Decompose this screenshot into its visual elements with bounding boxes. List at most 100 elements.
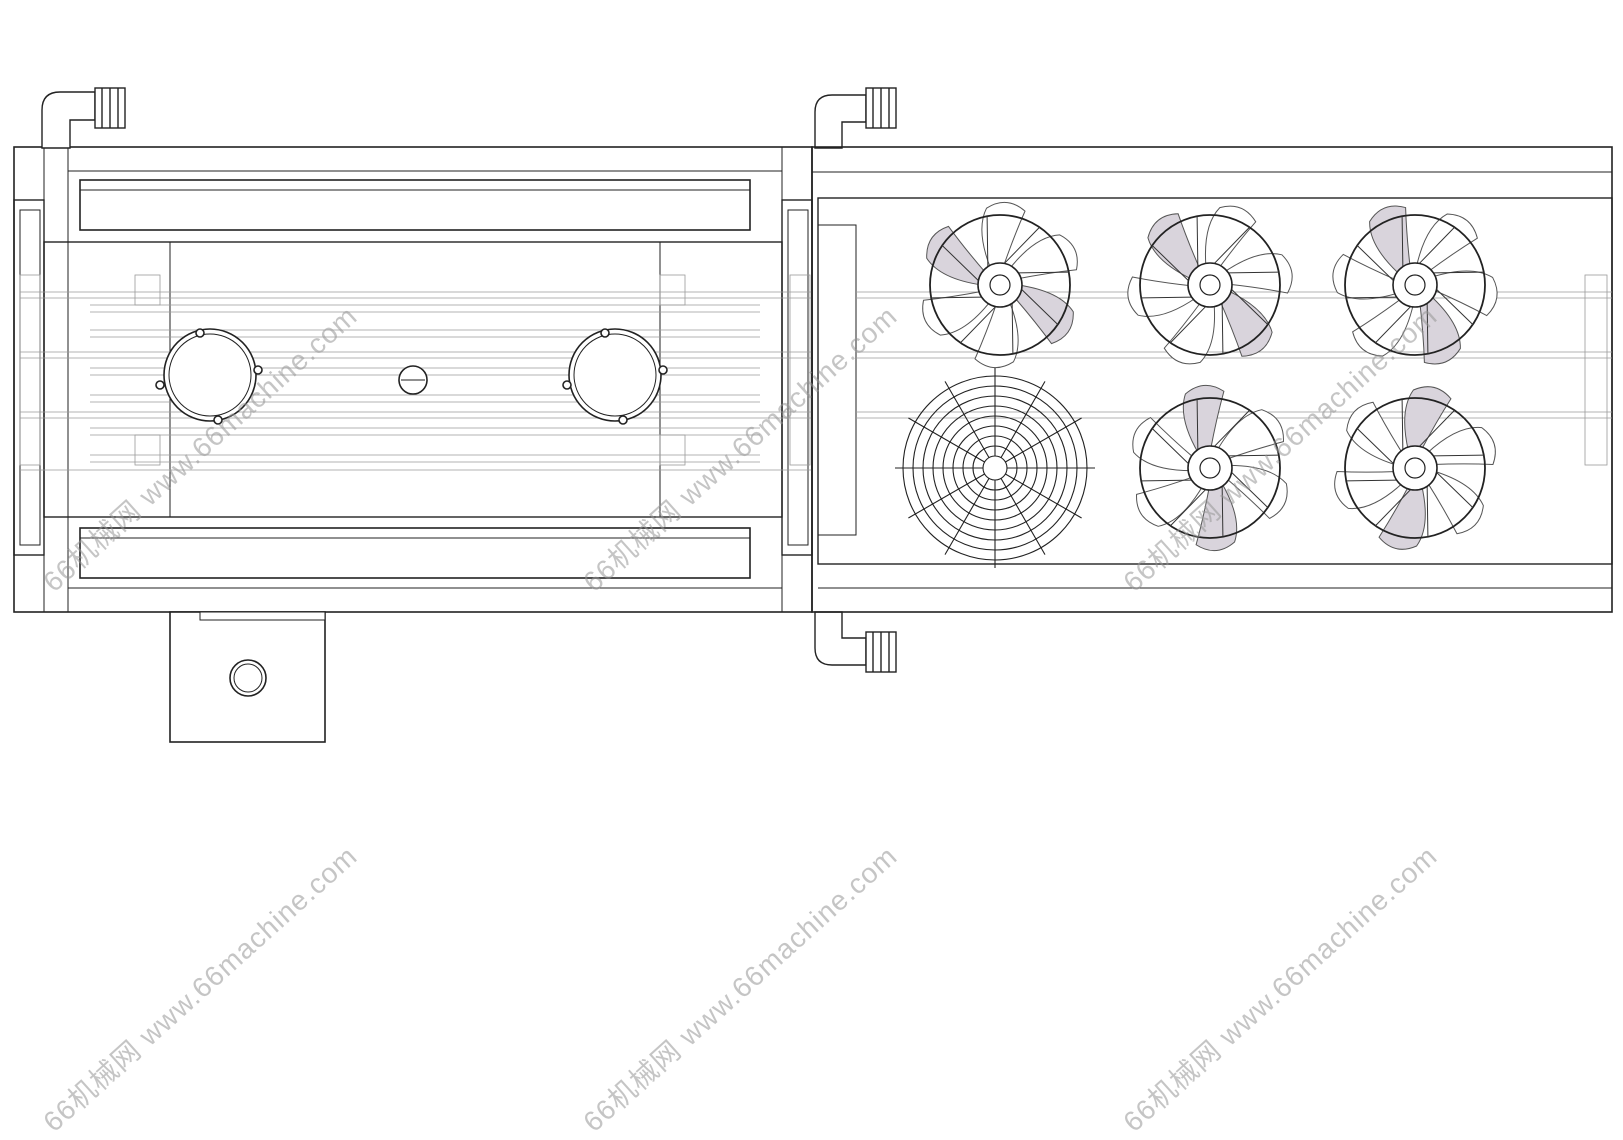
axial-fan [1332,205,1498,365]
axial-fan [1127,205,1293,365]
fan-blade [1127,276,1198,317]
fan-blade [1369,205,1411,276]
motor-box [169,611,326,743]
fan-rib [1151,428,1189,464]
fan-rib [1141,479,1192,482]
fan-rib [1436,472,1474,508]
axial-fan [1132,384,1288,552]
sight-glass [398,365,428,395]
fan-shroud [1344,214,1486,356]
fan-hub-center [1199,274,1221,296]
fan-blade [974,300,1019,369]
fan-shroud [929,214,1071,356]
fan-rib [986,216,989,267]
grille-spoke [908,473,985,519]
fan-rib [1356,428,1394,464]
fan-blade [1352,297,1415,357]
pipe-connector-bottom-middle [814,611,897,673]
fan-blade [1013,284,1074,345]
fan-rib [1214,409,1250,447]
grille-spoke [1000,478,1046,555]
fan-rib [1196,216,1199,267]
fan-rib [1214,226,1250,264]
fan-rib [1221,486,1224,537]
right-frame [811,146,1613,613]
pipe-connector-top-left [41,87,126,149]
axial-fan [1334,386,1496,550]
fan-blade [1332,253,1400,300]
fan-blade [1163,300,1215,365]
grille-spoke [1005,417,1082,463]
fan-blade [1224,464,1288,520]
fan-rib [1228,271,1279,274]
fan-hub-center [1404,457,1426,479]
fan-blade [1215,409,1284,461]
watermark-text: 66机械网 www.66machine.com [37,840,364,1138]
axial-fan [922,201,1078,369]
fan-rib [1151,245,1189,281]
fan-rib [1231,472,1269,508]
round-port-right [562,328,668,425]
round-port-left [155,328,263,425]
left-frame [13,146,813,613]
fan-group [922,201,1498,552]
fan-shroud [1139,397,1281,539]
fan-blade [1008,234,1078,280]
fan-rib [1018,271,1069,274]
grille-spoke [944,478,990,555]
fan-blade [1182,384,1225,455]
fan-blade [1419,294,1461,365]
fan-rib [1021,289,1059,325]
fan-blade [1132,416,1196,472]
fan-blade [1222,253,1293,294]
fan-rib [931,296,982,299]
fan-rib [1228,454,1279,457]
fan-blade [981,201,1026,270]
fan-blade [922,290,992,336]
fan-rib [1436,289,1474,325]
fan-rib [941,245,979,281]
fan-rib [1375,489,1411,527]
fan-rib [1004,226,1040,264]
fan-blade [1219,289,1273,357]
fan-shroud [1344,397,1486,539]
fan-rib [1141,296,1192,299]
grille-spoke [1005,473,1082,519]
fan-blade [1147,213,1201,281]
fan-hub-center [1199,457,1221,479]
fan-rib [1170,489,1206,527]
fan-blade [1195,481,1238,552]
fan-blade [1136,475,1205,527]
grille-spoke [944,381,990,458]
fan-blade [926,225,987,286]
fan-rib [1375,306,1411,344]
machine-top-view-drawing [13,87,1613,743]
fan-rib [1346,296,1397,299]
fan-rib [1231,289,1269,325]
fan-rib [1346,479,1397,482]
fan-blade [1346,401,1404,466]
fan-rib [1419,226,1455,264]
grille-fan-guard [895,368,1095,568]
fan-rib [1196,399,1199,450]
fan-blade [1415,213,1478,273]
watermark-text: 66机械网 www.66machine.com [577,840,904,1138]
fan-shroud [1139,214,1281,356]
fan-rib [1356,245,1394,281]
fan-rib [1426,486,1429,537]
fan-rib [1011,303,1014,354]
fan-rib [1401,216,1404,267]
grille-ring [982,455,1008,481]
pipe-connector-top-middle [814,87,897,149]
fan-rib [1221,303,1224,354]
fan-blade [1205,205,1257,270]
watermark-text: 66机械网 www.66machine.com [1117,840,1444,1138]
fan-rib [1433,454,1484,457]
fan-blade [1426,470,1484,535]
fan-blade [1430,270,1498,317]
grille-spoke [1000,381,1046,458]
fan-rib [1433,271,1484,274]
fan-rib [1426,303,1429,354]
grille-spoke [908,417,985,463]
fan-rib [1419,409,1455,447]
